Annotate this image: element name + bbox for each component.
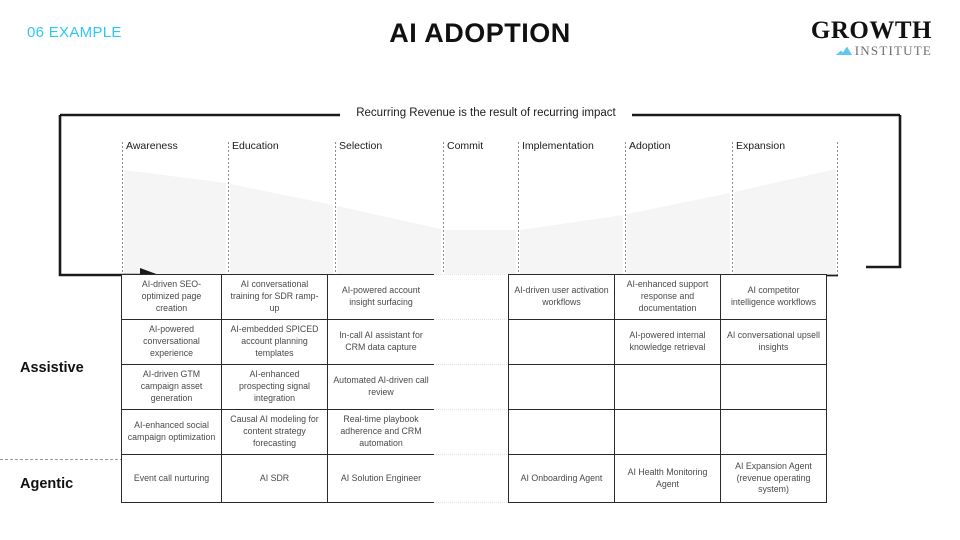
- funnel-segment-education: [230, 184, 333, 275]
- matrix-cell[interactable]: AI-driven GTM campaign asset generation: [121, 364, 222, 410]
- matrix-cell[interactable]: Real-time playbook adherence and CRM aut…: [327, 409, 435, 455]
- matrix-cell[interactable]: AI-enhanced support response and documen…: [614, 274, 721, 320]
- matrix-cell[interactable]: [508, 319, 615, 365]
- stage-label-awareness: Awareness: [126, 140, 178, 152]
- matrix-cell[interactable]: AI-powered conversational experience: [121, 319, 222, 365]
- stage-label-selection: Selection: [339, 140, 383, 152]
- funnel-segment-awareness: [124, 170, 226, 275]
- recurring-loop-bracket: [58, 113, 902, 280]
- matrix-cell[interactable]: [508, 409, 615, 455]
- stage-label-row: Awareness Education Selection Commit Imp…: [0, 140, 960, 164]
- matrix-cell[interactable]: Event call nurturing: [121, 454, 222, 503]
- table-row: AI-powered conversational experience AI-…: [121, 319, 838, 365]
- funnel-segment-implementation: [520, 215, 623, 275]
- table-row: AI-driven GTM campaign asset generation …: [121, 364, 838, 410]
- assistive-agentic-divider: [0, 459, 123, 461]
- table-row: Event call nurturing AI SDR AI Solution …: [121, 454, 838, 503]
- matrix-cell[interactable]: AI SDR: [221, 454, 328, 503]
- matrix-cell[interactable]: AI-driven user activation workflows: [508, 274, 615, 320]
- funnel-segment-expansion: [734, 169, 836, 275]
- matrix-cell[interactable]: [614, 364, 721, 410]
- matrix-cell-empty: [434, 274, 509, 320]
- stage-label-education: Education: [232, 140, 279, 152]
- matrix-cell-empty: [434, 319, 509, 365]
- ai-initiative-matrix: AI-driven SEO-optimized page creation AI…: [121, 274, 838, 508]
- stage-label-expansion: Expansion: [736, 140, 786, 152]
- funnel-segment-adoption: [627, 193, 730, 275]
- matrix-cell[interactable]: AI-enhanced prospecting signal integrati…: [221, 364, 328, 410]
- matrix-cell[interactable]: [614, 409, 721, 455]
- matrix-cell-empty: [434, 364, 509, 410]
- table-row: AI-driven SEO-optimized page creation AI…: [121, 274, 838, 320]
- side-label-assistive: Assistive: [20, 360, 84, 376]
- logo-wordmark: GROWTH: [810, 17, 932, 44]
- matrix-cell[interactable]: AI competitor intelligence workflows: [720, 274, 827, 320]
- matrix-cell[interactable]: In-call AI assistant for CRM data captur…: [327, 319, 435, 365]
- matrix-cell[interactable]: AI conversational upsell insights: [720, 319, 827, 365]
- matrix-cell[interactable]: Causal AI modeling for content strategy …: [221, 409, 328, 455]
- matrix-cell[interactable]: AI-driven SEO-optimized page creation: [121, 274, 222, 320]
- matrix-cell[interactable]: AI conversational training for SDR ramp-…: [221, 274, 328, 320]
- mountain-chart-icon: [835, 46, 852, 55]
- matrix-cell[interactable]: AI Expansion Agent (revenue operating sy…: [720, 454, 827, 503]
- funnel-segment-commit: [445, 230, 516, 275]
- funnel-segment-selection: [337, 206, 441, 275]
- matrix-cell[interactable]: [720, 364, 827, 410]
- side-label-agentic: Agentic: [20, 476, 74, 492]
- stage-label-adoption: Adoption: [629, 140, 671, 152]
- matrix-cell[interactable]: AI Solution Engineer: [327, 454, 435, 503]
- page-title: AI ADOPTION: [389, 18, 571, 48]
- matrix-cell[interactable]: [508, 364, 615, 410]
- slide-eyebrow: 06 EXAMPLE: [27, 24, 122, 41]
- stage-label-commit: Commit: [447, 140, 484, 152]
- stage-label-implementation: Implementation: [522, 140, 594, 152]
- matrix-cell-empty: [434, 409, 509, 455]
- bracket-caption: Recurring Revenue is the result of recur…: [340, 107, 632, 119]
- matrix-cell[interactable]: AI-powered account insight surfacing: [327, 274, 435, 320]
- matrix-cell[interactable]: AI-enhanced social campaign optimization: [121, 409, 222, 455]
- matrix-cell-empty: [434, 454, 509, 503]
- brand-logo: GROWTH INSTITUTE: [811, 18, 932, 57]
- matrix-cell[interactable]: Automated AI-driven call review: [327, 364, 435, 410]
- logo-subtext: INSTITUTE: [854, 43, 932, 58]
- matrix-cell[interactable]: [720, 409, 827, 455]
- matrix-cell[interactable]: AI-embedded SPICED account planning temp…: [221, 319, 328, 365]
- matrix-cell[interactable]: AI Health Monitoring Agent: [614, 454, 721, 503]
- matrix-cell[interactable]: AI Onboarding Agent: [508, 454, 615, 503]
- matrix-cell[interactable]: AI-powered internal knowledge retrieval: [614, 319, 721, 365]
- table-row: AI-enhanced social campaign optimization…: [121, 409, 838, 455]
